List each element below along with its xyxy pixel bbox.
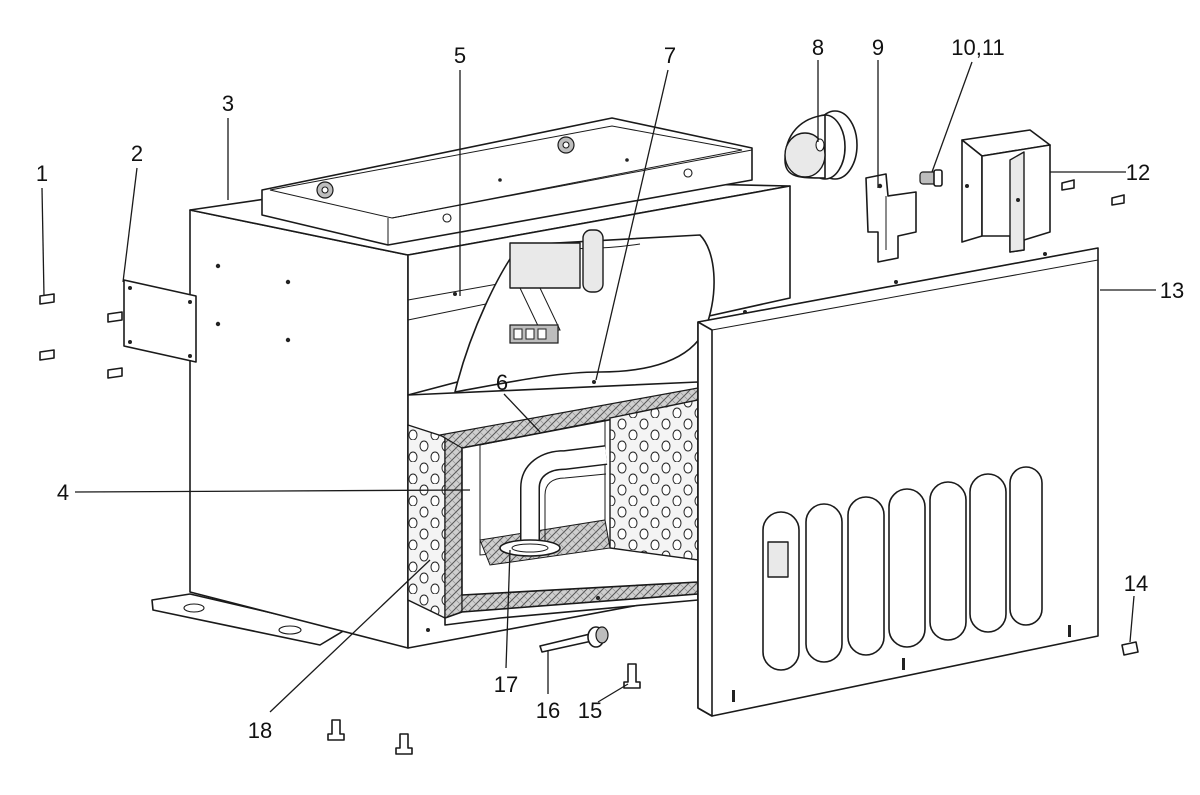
callout-10-11: 10,11 [951, 35, 1004, 60]
cover-plate [123, 279, 197, 363]
sensor-probe [539, 626, 609, 653]
grommet [784, 110, 858, 180]
callout-5: 5 [454, 43, 466, 68]
tray-nut-right [557, 136, 575, 154]
callout-8: 8 [812, 35, 824, 60]
grille-slots [762, 466, 1043, 671]
callout-4: 4 [57, 480, 69, 505]
callout-9: 9 [872, 35, 884, 60]
callout-14: 14 [1124, 571, 1148, 596]
leader-lines [41, 60, 1156, 713]
callout-15: 15 [578, 698, 602, 723]
cover-bracket [961, 129, 1051, 253]
screws-part-12 [1061, 179, 1125, 206]
top-tray [261, 117, 753, 246]
fitting [919, 169, 943, 187]
screws-bottom [327, 719, 413, 755]
callout-18: 18 [248, 718, 272, 743]
housing-side-panel [189, 209, 409, 649]
heater-chamber [407, 387, 699, 632]
callout-12: 12 [1126, 160, 1150, 185]
tray-nut-left [316, 181, 334, 199]
front-grille-panel [697, 247, 1099, 717]
bracket [865, 173, 917, 263]
callout-2: 2 [131, 141, 143, 166]
callout-17: 17 [494, 672, 518, 697]
screw-part-15 [623, 663, 641, 689]
callout-3: 3 [222, 91, 234, 116]
screw-part-14 [1121, 641, 1139, 656]
terminal-block [509, 324, 559, 344]
callout-16: 16 [536, 698, 560, 723]
right-perforated-plate [609, 399, 699, 561]
callout-labels: 1 2 3 4 5 6 7 8 9 10,11 12 13 14 15 16 1… [36, 35, 1184, 743]
left-perforated-plate [407, 424, 446, 620]
blower-assembly [454, 229, 715, 393]
callout-6: 6 [496, 370, 508, 395]
callout-13: 13 [1160, 278, 1184, 303]
callout-7: 7 [664, 43, 676, 68]
screws-part-1 [39, 293, 123, 379]
callout-1: 1 [36, 161, 48, 186]
